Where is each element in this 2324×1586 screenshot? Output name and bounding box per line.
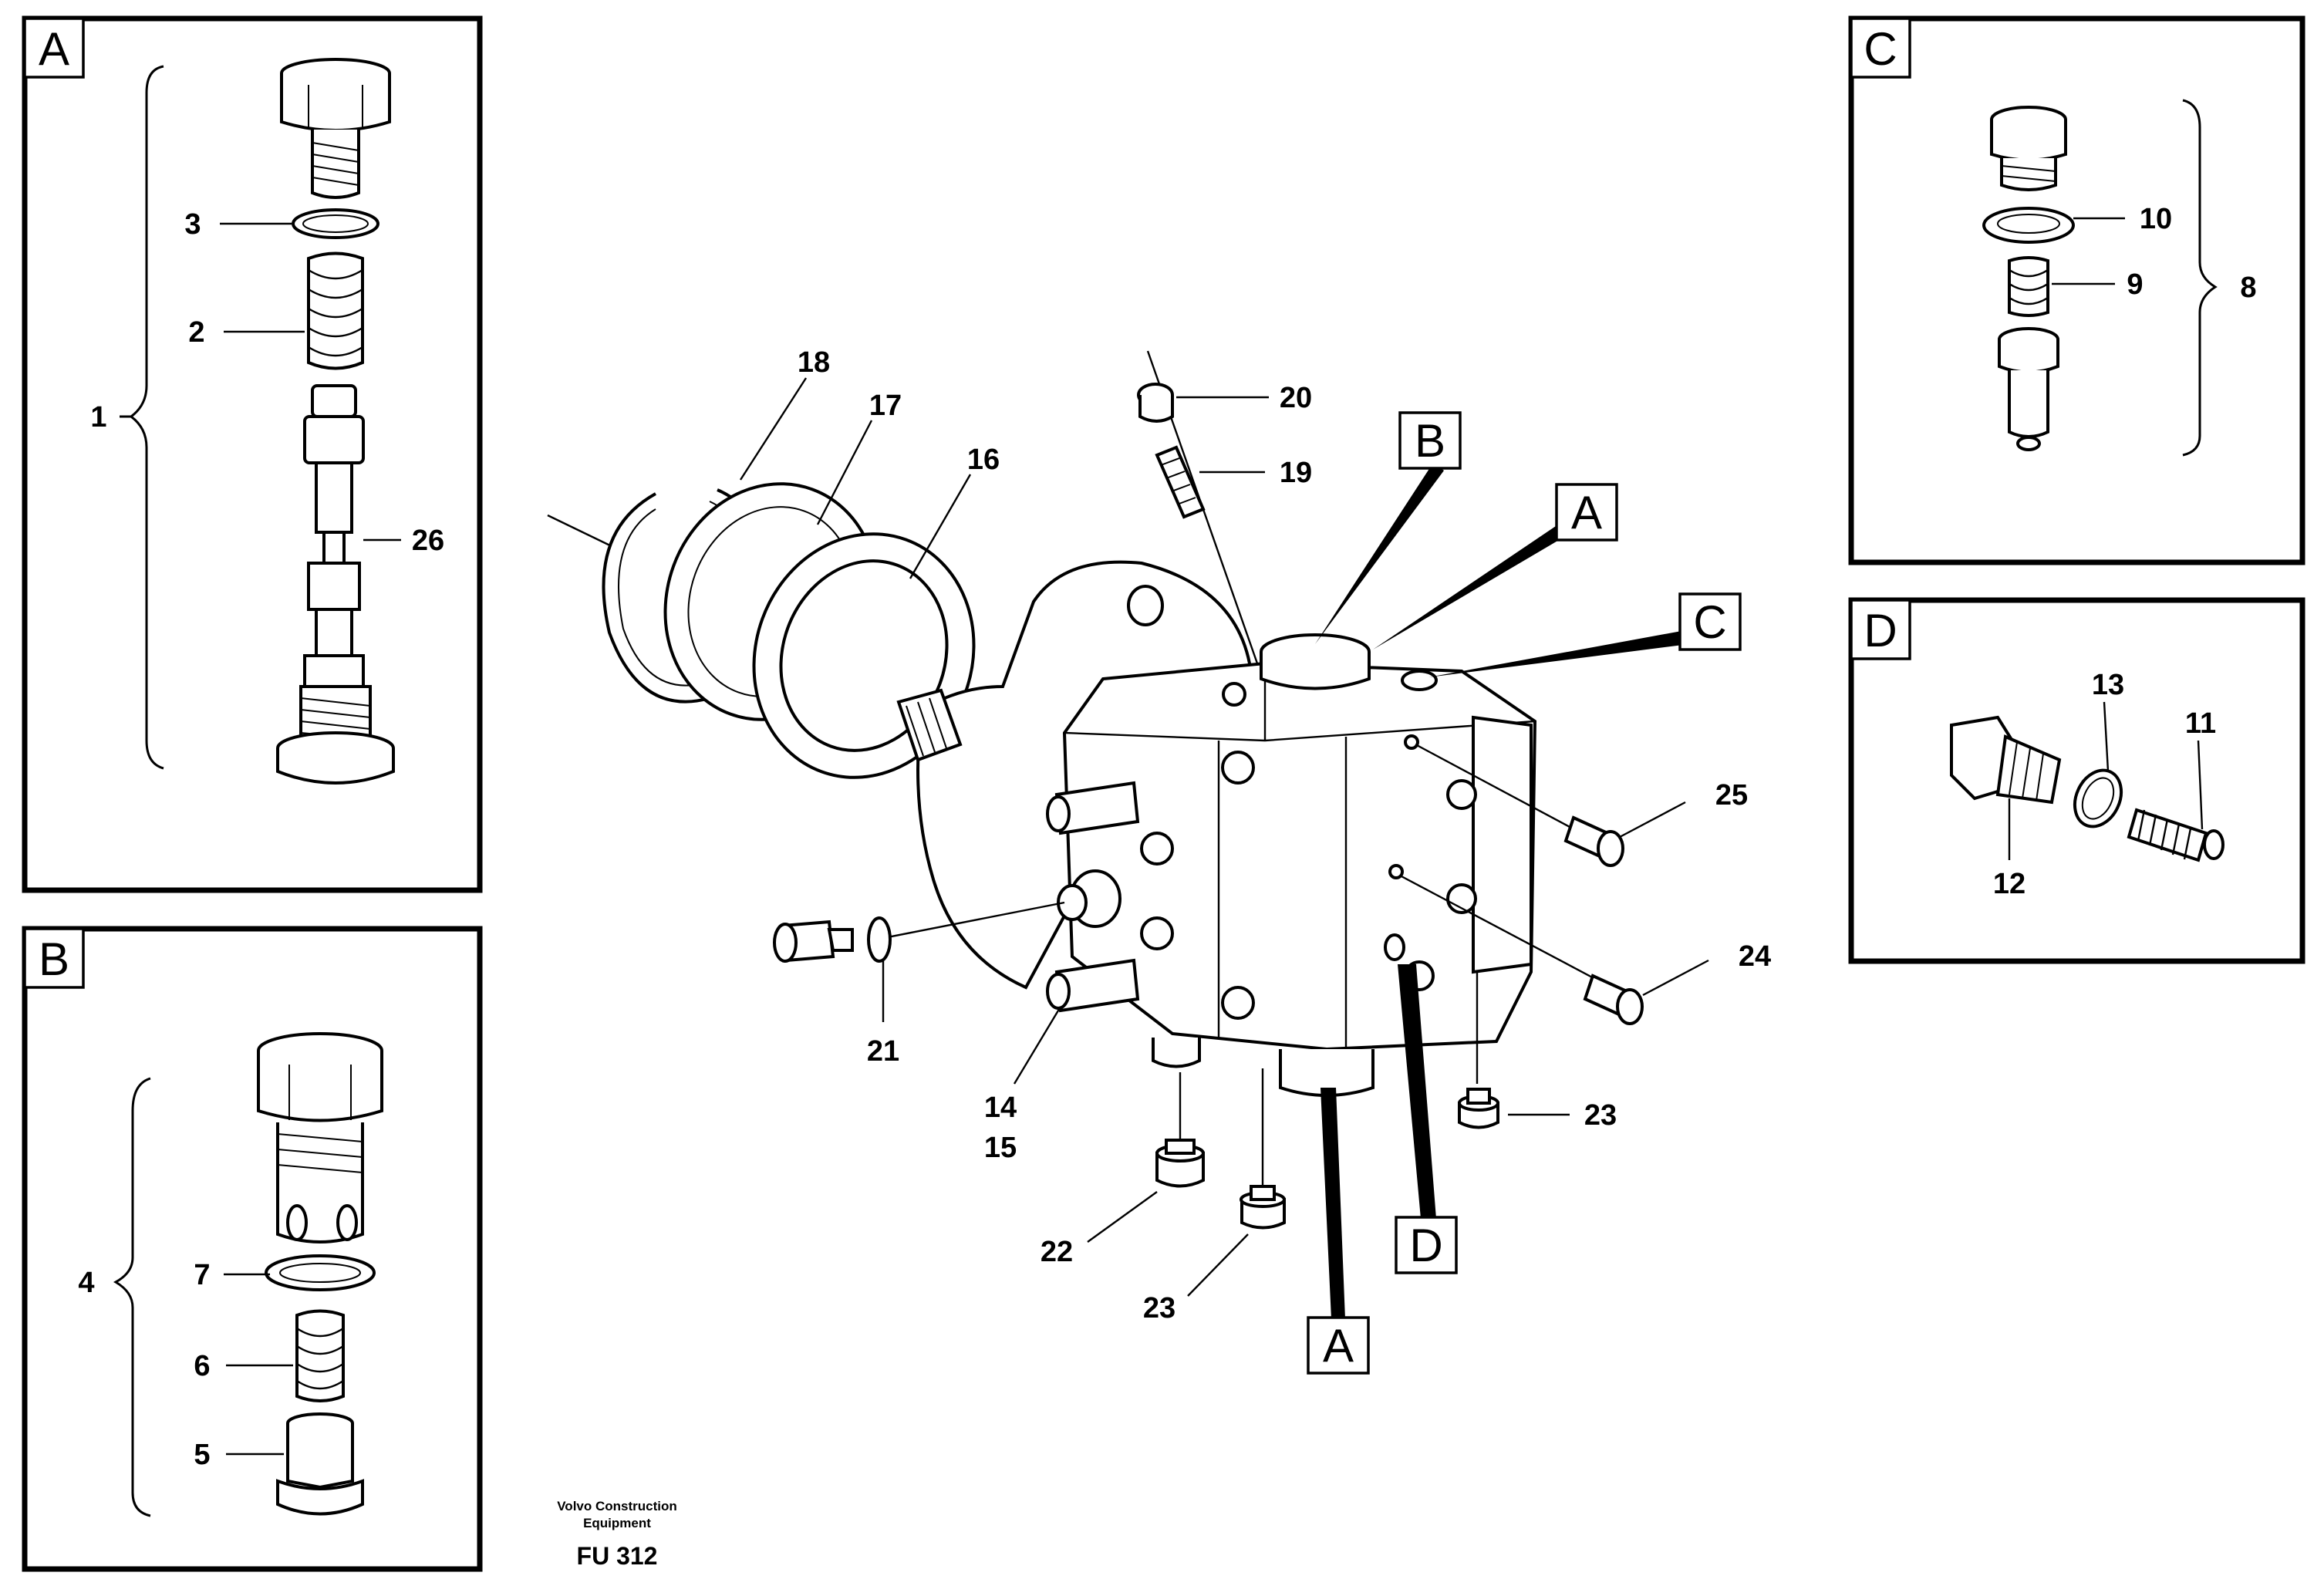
label-25: 25: [1715, 779, 1748, 812]
panel-d-tag: [1850, 599, 1911, 660]
spring-c-part: [2008, 256, 2049, 317]
svg-text:D: D: [1409, 1220, 1442, 1271]
label-7: 7: [194, 1259, 210, 1291]
panel-a-letter: A: [39, 23, 69, 75]
panel-c-letter: C: [1864, 23, 1897, 75]
panel-b-frame: [22, 926, 483, 1572]
spring-b-part: [295, 1309, 345, 1402]
panel-a-frame: [22, 15, 483, 893]
footer-code: FU 312: [577, 1542, 658, 1570]
label-23-right: 23: [1584, 1099, 1617, 1132]
label-19: 19: [1280, 457, 1312, 489]
label-9: 9: [2127, 268, 2143, 301]
label-21: 21: [867, 1035, 899, 1068]
spool-part: [276, 384, 395, 785]
poppet-c-part: [1998, 327, 2059, 451]
label-1: 1: [90, 401, 106, 434]
panel-c-frame: [1848, 15, 2305, 565]
plug-d-part: [1950, 715, 2062, 805]
label-26: 26: [412, 525, 444, 557]
panel-d: D 13 11 12: [1848, 597, 2305, 964]
label-23-bottom: 23: [1143, 1292, 1175, 1324]
screw-20-part: [1137, 383, 1174, 423]
plug-23-right-part: [1458, 1088, 1499, 1129]
callout-c: C: [1428, 592, 1742, 677]
washer-c-part: [1982, 207, 2075, 244]
label-18: 18: [798, 346, 830, 379]
footer-company-line1: Volvo Construction: [557, 1499, 677, 1513]
plug-23-part: [1240, 1185, 1286, 1230]
label-11: 11: [2185, 707, 2216, 740]
panel-c-brace: [2182, 99, 2218, 457]
plug-cap-part: [280, 58, 391, 199]
label-3: 3: [184, 208, 201, 241]
screw-24-part: [1583, 974, 1644, 1025]
label-14: 14: [984, 1092, 1017, 1124]
callout-d: D: [1395, 964, 1458, 1274]
panel-b: B 4 7 6 5: [22, 926, 483, 1572]
main-assembly: 18 17 16: [547, 346, 1771, 1375]
label-22: 22: [1041, 1236, 1073, 1268]
o-ring-d-part: [2073, 768, 2123, 828]
svg-text:A: A: [1571, 487, 1602, 538]
panel-c: C 10 9 8: [1848, 15, 2305, 565]
panel-d-frame: [1848, 597, 2305, 964]
plug-22-part: [1155, 1139, 1205, 1188]
seal-ring-part: [265, 1254, 376, 1291]
callout-b: B: [1315, 411, 1462, 644]
valve-plug-c-part: [1990, 106, 2067, 191]
pump-housing-part: [896, 560, 1537, 1097]
label-24: 24: [1739, 940, 1771, 973]
callout-a-top: A: [1373, 483, 1618, 650]
panel-b-brace: [113, 1077, 151, 1517]
label-5: 5: [194, 1439, 210, 1471]
label-2: 2: [188, 316, 204, 349]
label-20: 20: [1280, 382, 1312, 414]
footer-company-line2: Equipment: [583, 1516, 651, 1530]
panel-a: A 1 3 2: [22, 15, 483, 893]
label-16: 16: [967, 444, 1000, 476]
callout-a-bottom: A: [1307, 1088, 1370, 1375]
screw-21-part: [773, 916, 892, 963]
valve-cartridge-part: [257, 1032, 383, 1243]
panel-b-tag: [23, 927, 85, 989]
panel-d-letter: D: [1864, 605, 1897, 656]
footer: Volvo Construction Equipment FU 312: [557, 1499, 677, 1570]
svg-text:A: A: [1323, 1320, 1354, 1372]
label-17: 17: [869, 390, 902, 422]
o-ring-part: [292, 208, 379, 239]
label-15: 15: [984, 1132, 1017, 1164]
piston-cup-part: [276, 1412, 364, 1516]
panel-b-letter: B: [39, 933, 69, 985]
panel-a-brace: [129, 65, 164, 770]
label-8: 8: [2240, 272, 2256, 304]
screw-25-part: [1563, 815, 1624, 867]
label-6: 6: [194, 1350, 210, 1382]
label-10: 10: [2140, 203, 2172, 235]
label-13: 13: [2092, 669, 2124, 701]
svg-text:C: C: [1693, 596, 1726, 648]
panel-a-tag: [23, 17, 85, 79]
panel-c-tag: [1850, 17, 1911, 79]
label-12: 12: [1993, 868, 2025, 900]
spring-19-part: [1155, 445, 1206, 519]
spring-d-part: [2127, 808, 2224, 862]
spring-part: [307, 251, 364, 370]
svg-text:B: B: [1415, 415, 1445, 467]
label-4: 4: [78, 1267, 94, 1299]
